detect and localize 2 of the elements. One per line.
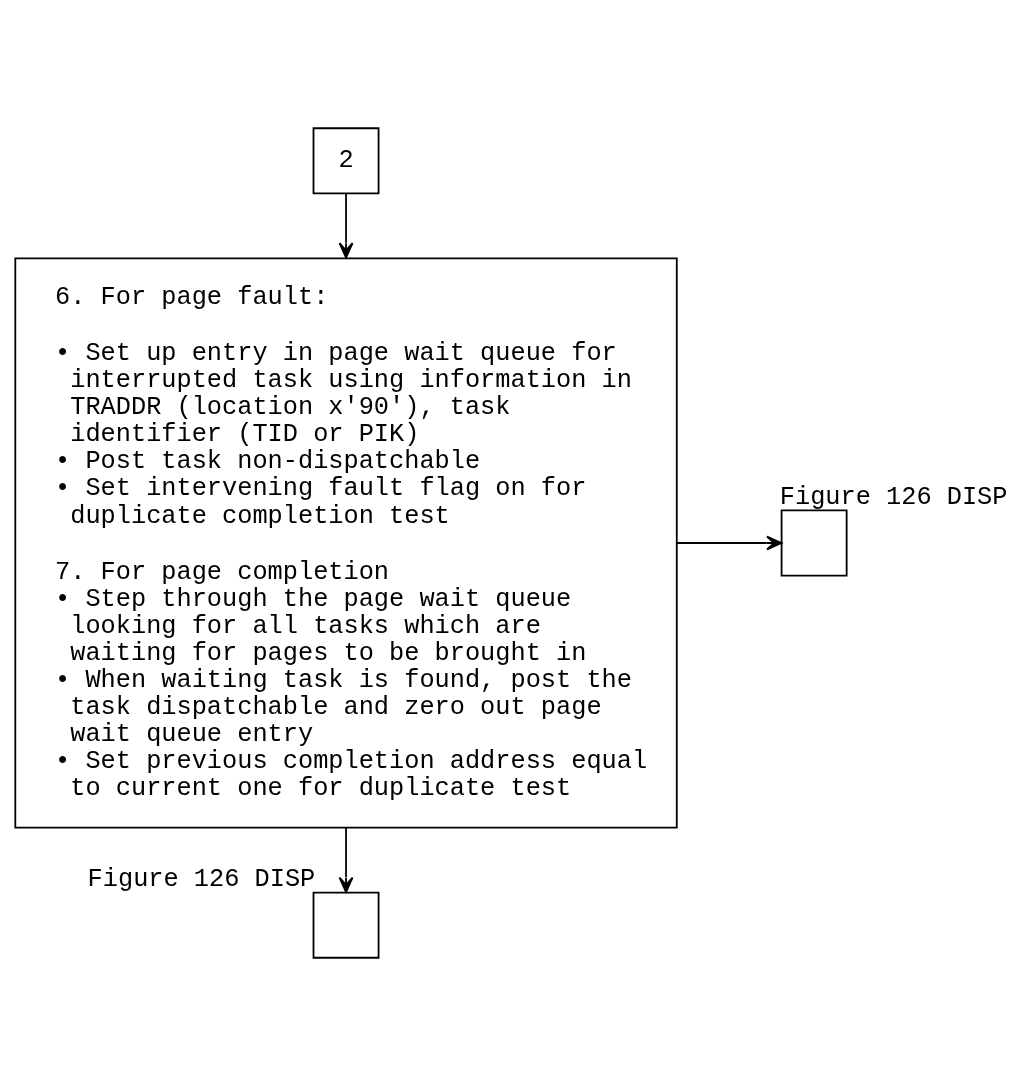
node-label: Figure 126 DISP [87, 864, 316, 894]
node-label: Figure 126 DISP [779, 482, 1008, 512]
